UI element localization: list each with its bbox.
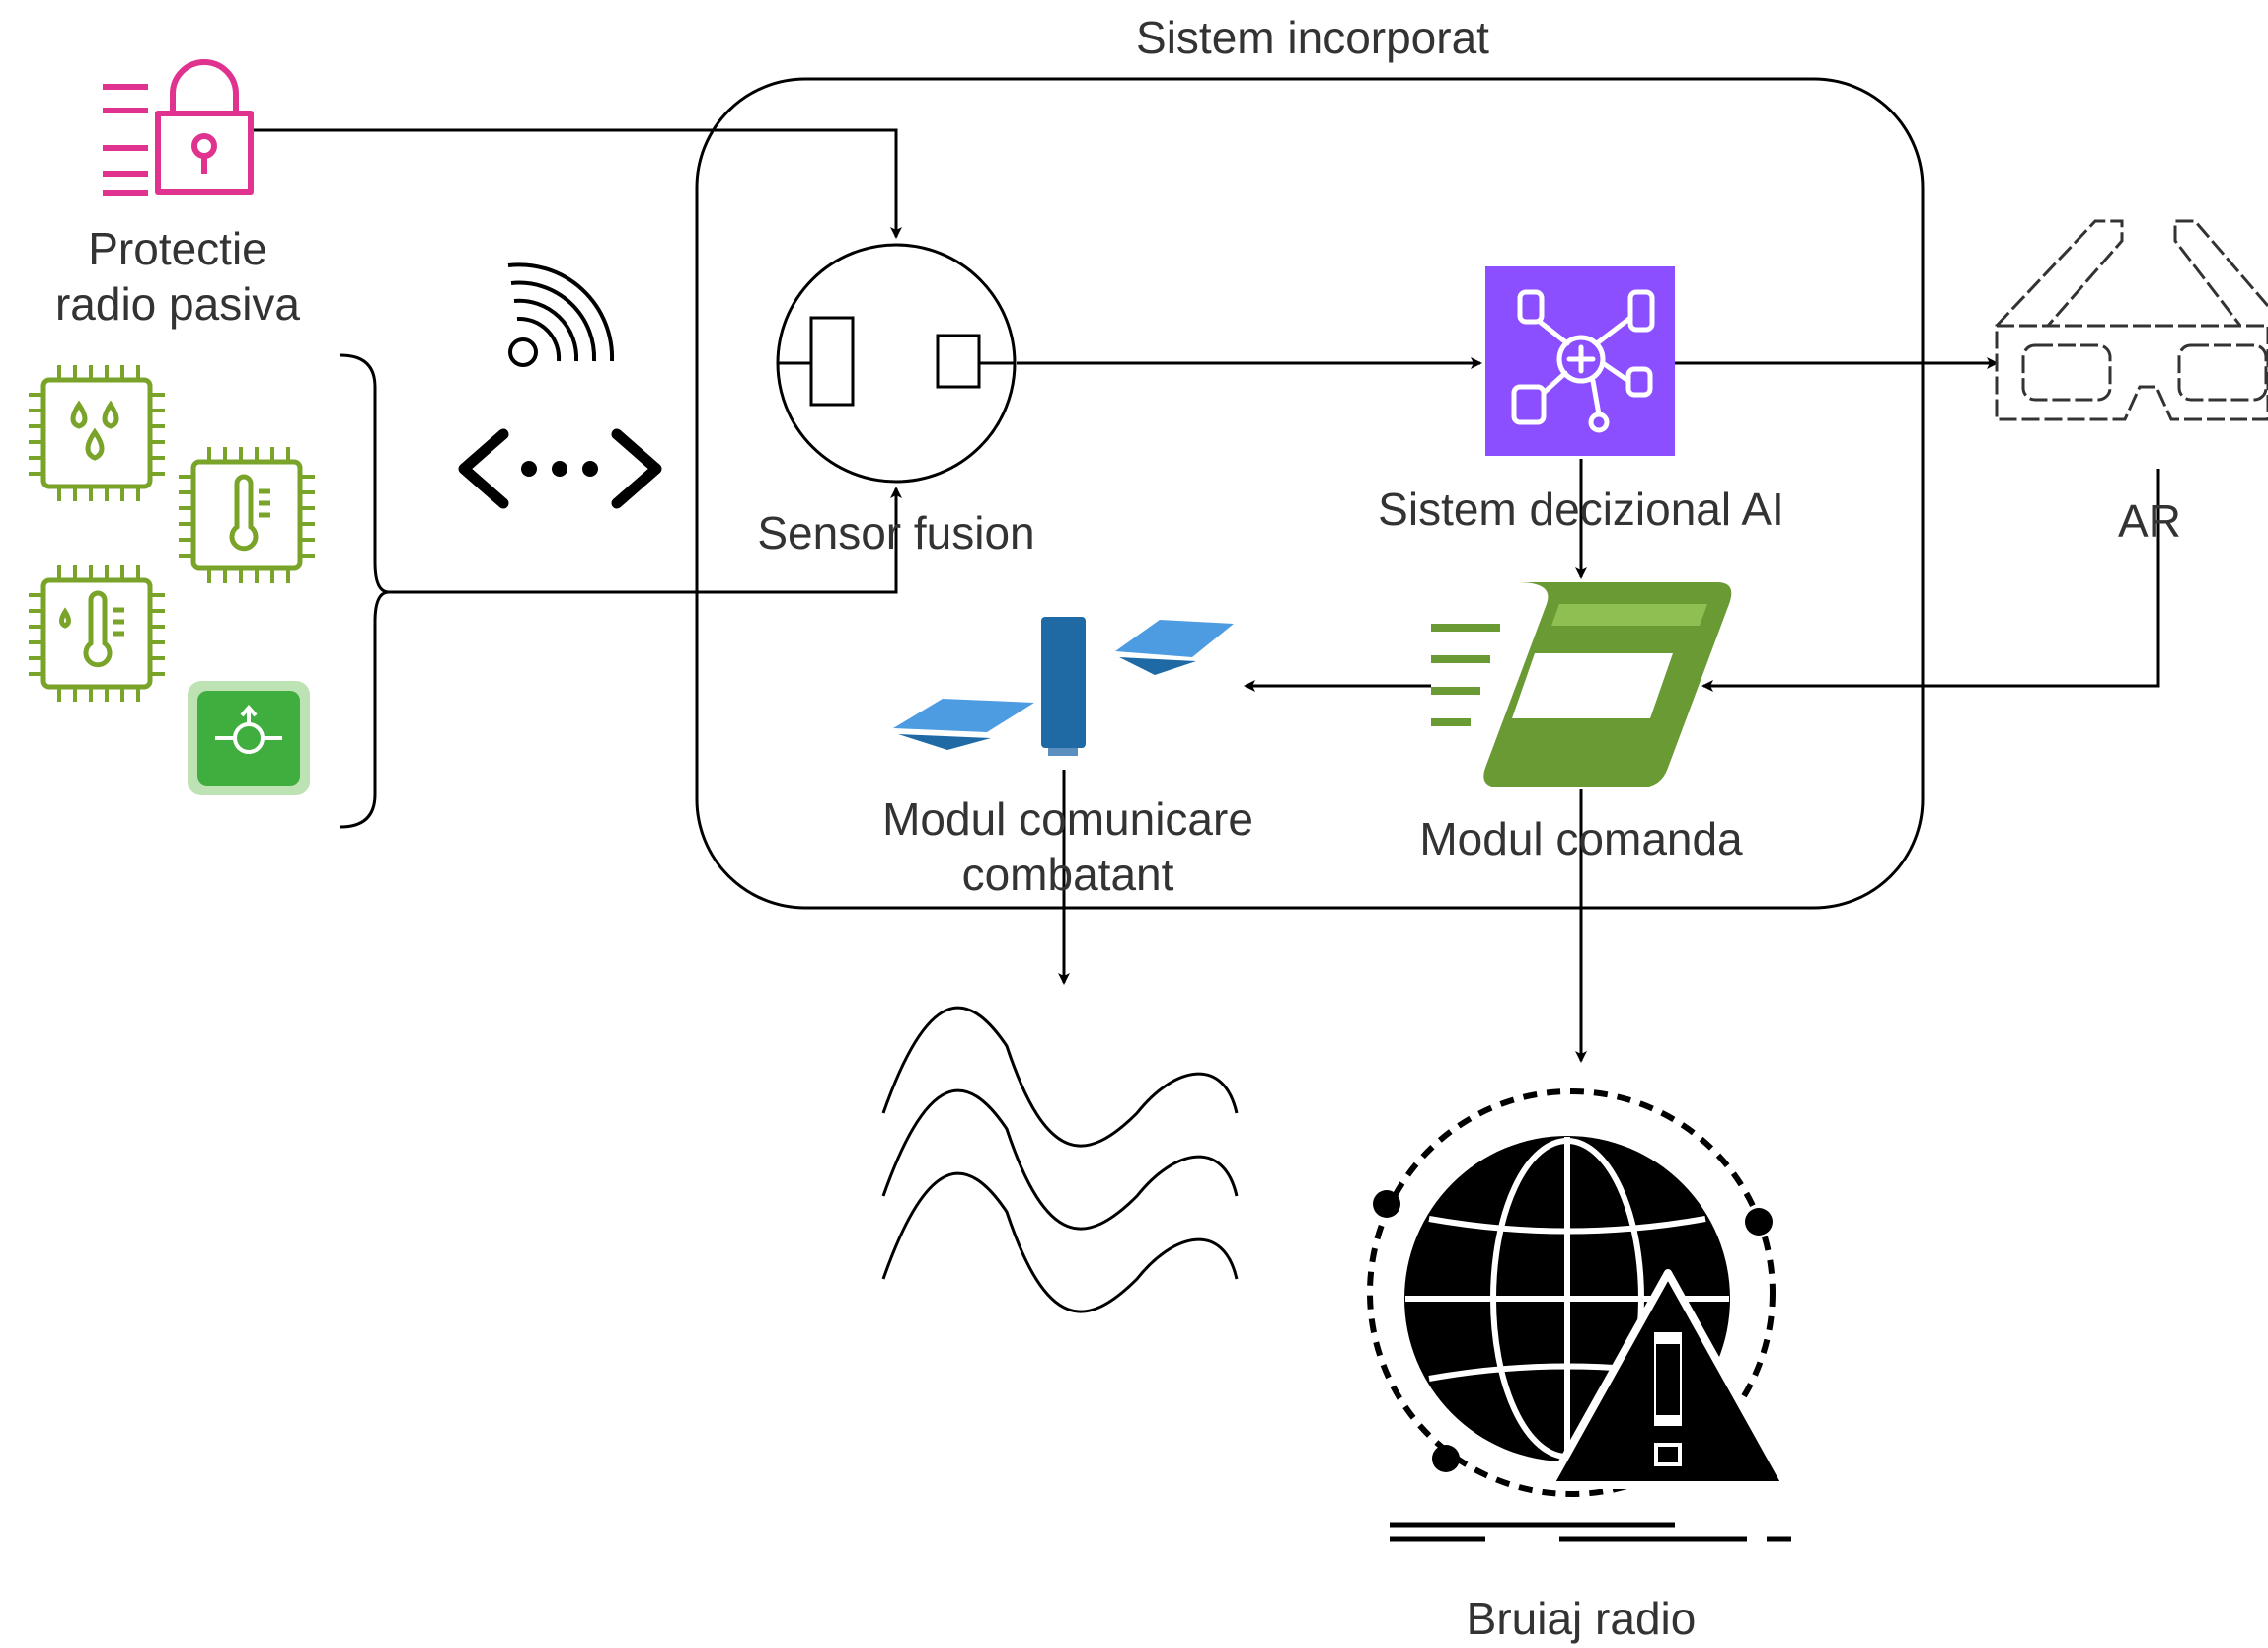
edge-protection-to-fusion — [252, 128, 902, 239]
humidity-chip-icon — [29, 365, 165, 501]
label-passive-protection: Protectie radio pasiva — [54, 223, 301, 330]
temperature-chip-icon — [179, 447, 315, 583]
label-ai-decision: Sistem decizional AI — [1378, 484, 1784, 535]
sensor-fusion-node — [776, 243, 1017, 484]
globe-warning-icon — [1367, 1088, 1791, 1542]
label-jamming: Bruiaj radio — [1466, 1593, 1697, 1644]
lock-shield-icon — [103, 59, 254, 196]
label-command-module: Modul comanda — [1419, 813, 1743, 864]
command-module-icon — [1431, 582, 1732, 787]
edge-sensors-to-fusion — [387, 487, 902, 594]
data-exchange-icon — [893, 617, 1234, 756]
edge-ar-to-command — [1701, 469, 2160, 692]
sensor-group-brace — [340, 353, 390, 829]
wifi-signal-icon — [507, 262, 615, 367]
bidirectional-arrow-icon — [458, 428, 662, 509]
ai-network-icon — [1485, 266, 1675, 456]
radio-waves-icon — [881, 1006, 1239, 1313]
connectors — [252, 128, 2160, 1063]
embedded-system-container — [695, 77, 1925, 910]
label-comm-module: Modul comunicare combatant — [882, 793, 1253, 900]
temperature-chip-icon — [29, 565, 165, 702]
sensor-hub-icon — [188, 681, 310, 795]
container-title: Sistem incorporat — [1136, 12, 1489, 63]
label-sensor-fusion: Sensor fusion — [757, 507, 1035, 559]
label-ar: AR — [2118, 495, 2181, 547]
ar-glasses-icon — [1995, 219, 2268, 421]
